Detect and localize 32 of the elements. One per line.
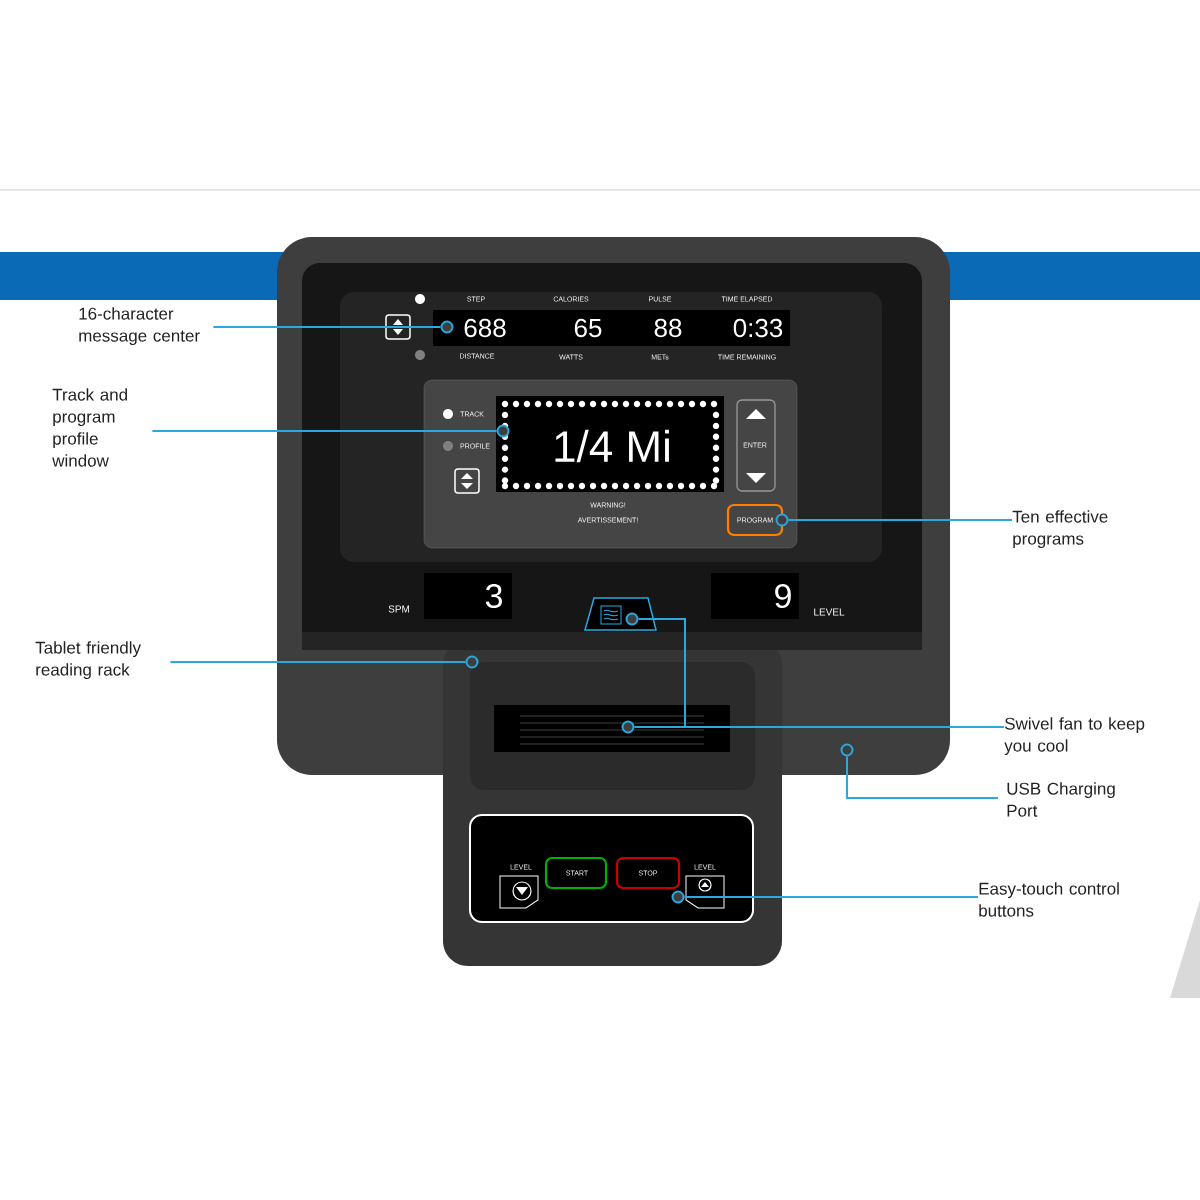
callout-text: Swivel fan to keep you cool — [1004, 717, 1145, 756]
callout-marker — [840, 743, 854, 757]
matrix-display-text: 1/4 Mi — [555, 429, 669, 463]
callout-text: Tablet friendly reading rack — [35, 641, 141, 680]
callout-marker — [440, 320, 454, 334]
leader-line — [151, 430, 498, 432]
callout-marker — [671, 890, 685, 904]
leader-line — [169, 661, 467, 663]
callout-marker — [775, 513, 789, 527]
unit-label: LEVEL — [814, 608, 845, 616]
readout-digits: 88 — [654, 318, 682, 338]
level-readout: 3 — [424, 573, 512, 619]
unit-label: SPM — [388, 605, 409, 613]
leader-line — [633, 726, 1005, 728]
leader-line — [846, 755, 999, 799]
callout-text: 16-character message center — [79, 307, 200, 346]
callout-marker — [621, 720, 635, 734]
readout-digits: 0:33 — [733, 318, 783, 338]
callout-marker — [625, 612, 639, 626]
callout-text: Track and program profile window — [52, 388, 127, 467]
leader-line — [683, 896, 979, 898]
callout-text: USB Charging Port — [1007, 782, 1115, 817]
callout-marker — [465, 655, 479, 669]
readout-digits: 65 — [574, 318, 602, 338]
callout-text: Easy-touch control buttons — [979, 882, 1119, 917]
callout-marker — [496, 424, 510, 438]
callout-text: Ten effective programs — [1012, 510, 1108, 549]
leader-line — [787, 519, 1013, 521]
level-readout: 9 — [711, 573, 799, 619]
leader-line — [212, 326, 442, 328]
readout-digits: 688 — [464, 318, 506, 338]
leader-line — [637, 618, 997, 728]
